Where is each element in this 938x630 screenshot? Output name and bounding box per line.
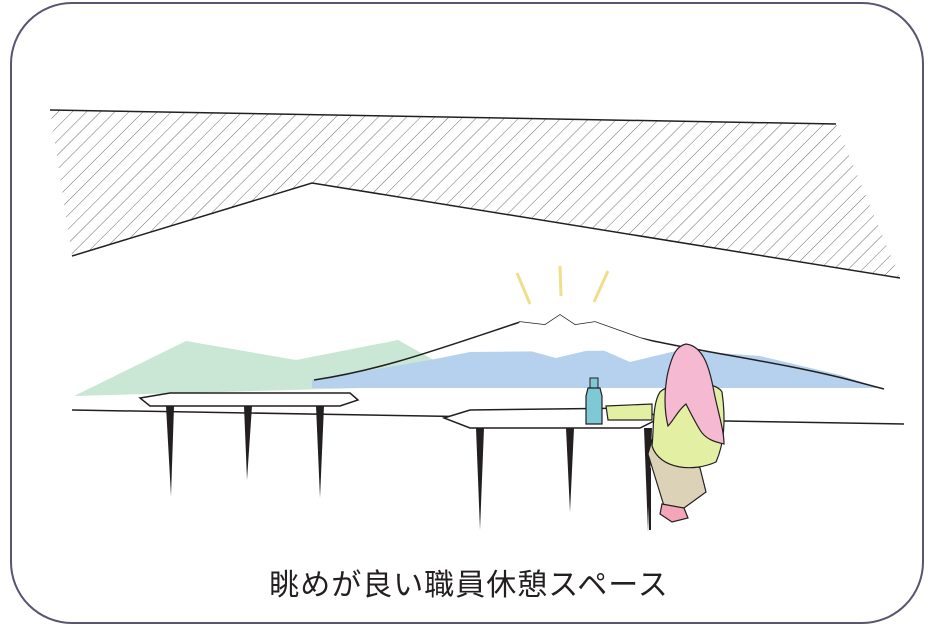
left-table-top	[138, 392, 360, 407]
sparkle-left	[515, 272, 532, 305]
person-silhouette	[647, 343, 725, 530]
sparkle-center	[558, 265, 563, 297]
ceiling-bottom-line	[71, 182, 901, 279]
caption-text: 眺めが良い職員休憩スペース	[269, 568, 669, 603]
rounded-frame	[10, 2, 924, 624]
bottle-icon	[585, 377, 603, 425]
tray-item	[605, 403, 653, 421]
sparkle-right	[592, 270, 610, 303]
right-table-leg-1	[476, 428, 484, 530]
volcano-snow-edge	[470, 315, 680, 352]
ceiling-hatch	[50, 110, 900, 278]
left-table-leg-1	[166, 406, 174, 496]
left-table-leg-2	[244, 406, 252, 480]
right-table-leg-2	[566, 428, 574, 512]
left-table-leg-3	[316, 406, 324, 498]
ceiling-top-line	[49, 109, 837, 125]
